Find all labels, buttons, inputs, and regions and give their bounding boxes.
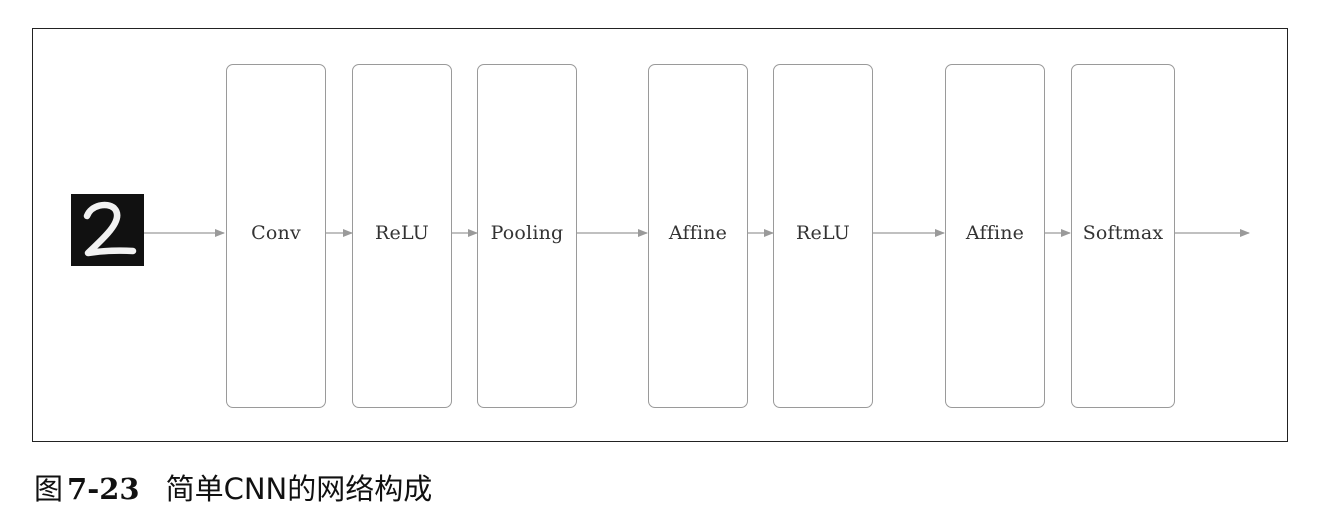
layer-label-affine-2: Affine	[965, 222, 1025, 244]
input-digit-image	[71, 194, 144, 266]
layer-box-softmax: Softmax	[1071, 64, 1175, 408]
layer-box-affine-2: Affine	[945, 64, 1045, 408]
layer-box-relu-1: ReLU	[352, 64, 452, 408]
layer-label-conv: Conv	[251, 222, 301, 244]
caption-prefix: 图	[34, 472, 64, 506]
layer-label-pooling: Pooling	[490, 222, 564, 244]
layer-label-relu-2: ReLU	[796, 222, 850, 244]
handwritten-digit-2-icon	[83, 201, 137, 257]
layer-box-affine-1: Affine	[648, 64, 748, 408]
layer-label-affine-1: Affine	[668, 222, 728, 244]
caption-title: 简单CNN的网络构成	[165, 472, 433, 506]
layer-box-relu-2: ReLU	[773, 64, 873, 408]
layer-box-conv: Conv	[226, 64, 326, 408]
layer-box-pooling: Pooling	[477, 64, 577, 408]
layer-label-relu-1: ReLU	[375, 222, 429, 244]
layer-label-softmax: Softmax	[1082, 222, 1164, 244]
diagram-frame	[32, 28, 1288, 442]
caption-figure-number: 7-23	[67, 472, 140, 506]
